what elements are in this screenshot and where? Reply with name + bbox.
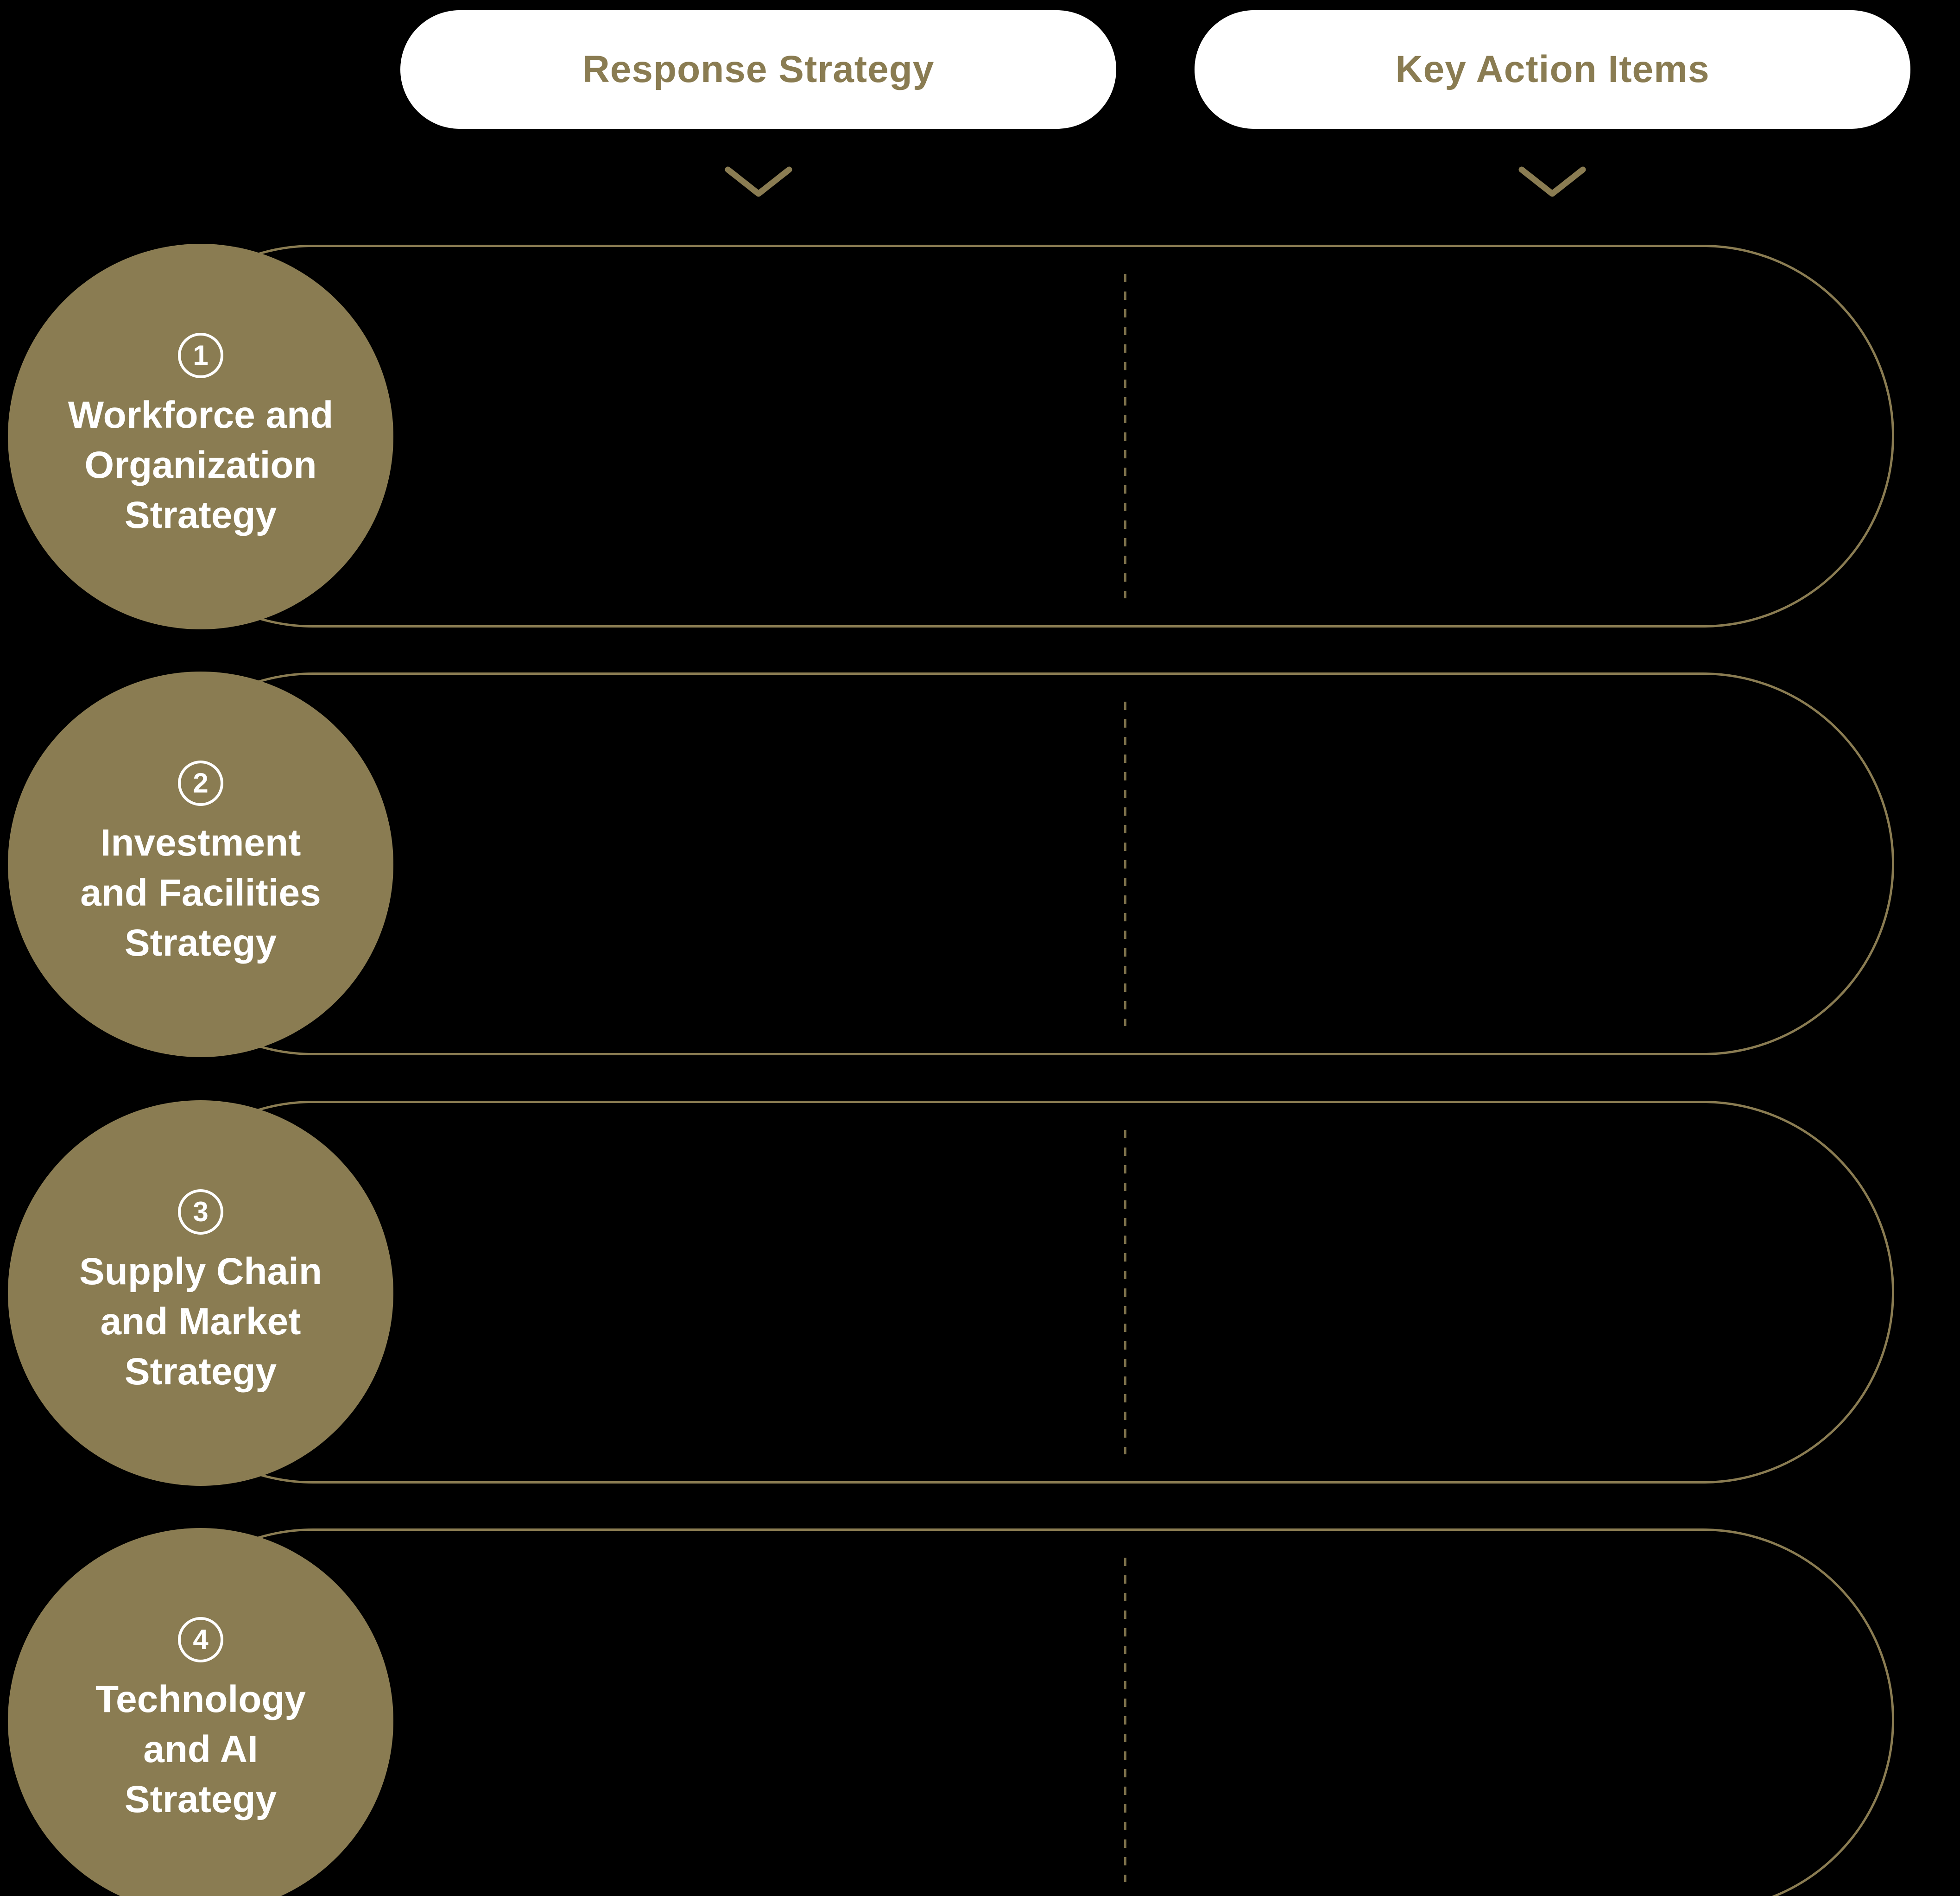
circle-investment-facilities: 2 Investment and Facilities Strategy xyxy=(8,672,393,1057)
chevron-down-icon xyxy=(725,166,792,197)
row-title: Investment and Facilities Strategy xyxy=(80,821,321,964)
dashed-divider xyxy=(1124,1558,1126,1882)
header-pill-key-action-items: Key Action Items xyxy=(1195,10,1910,129)
row-number-badge: 3 xyxy=(178,1189,223,1235)
row-number: 3 xyxy=(193,1196,209,1228)
header-response-strategy-label: Response Strategy xyxy=(582,48,935,90)
row-number-badge: 2 xyxy=(178,760,223,806)
circle-workforce-organization: 1 Workforce and Organization Strategy xyxy=(8,244,393,629)
header-pill-response-strategy: Response Strategy xyxy=(400,10,1116,129)
chevron-down-icon xyxy=(1518,166,1586,197)
row-title: Supply Chain and Market Strategy xyxy=(79,1250,322,1393)
dashed-divider xyxy=(1124,702,1126,1026)
row-title: Workforce and Organization Strategy xyxy=(68,393,334,537)
row-number: 1 xyxy=(193,340,209,371)
header-key-action-items-label: Key Action Items xyxy=(1395,48,1710,90)
row-number: 4 xyxy=(193,1624,209,1655)
row-number: 2 xyxy=(193,767,209,799)
row-number-badge: 1 xyxy=(178,332,223,378)
circle-supply-chain-market: 3 Supply Chain and Market Strategy xyxy=(8,1100,393,1486)
row-number-badge: 4 xyxy=(178,1617,223,1662)
circle-technology-ai: 4 Technology and AI Strategy xyxy=(8,1528,393,1896)
dashed-divider xyxy=(1124,274,1126,598)
row-title: Technology and AI Strategy xyxy=(95,1678,306,1821)
dashed-divider xyxy=(1124,1130,1126,1454)
